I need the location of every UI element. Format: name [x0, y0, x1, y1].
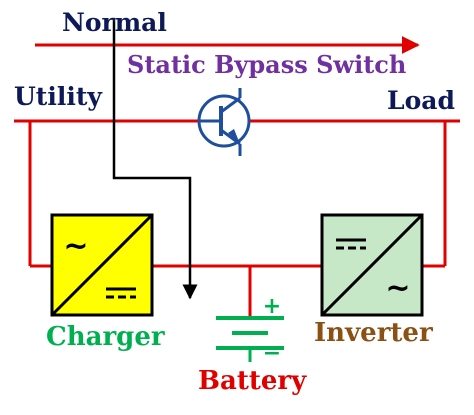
load-label: Load — [387, 86, 455, 115]
charger-label: Charger — [46, 322, 165, 352]
charger-block: ~ — [50, 213, 154, 317]
battery-label: Battery — [198, 366, 307, 396]
inverter-label: Inverter — [314, 318, 433, 348]
inverter-block: ~ — [320, 213, 424, 317]
battery-icon: + − — [216, 294, 284, 366]
transistor-icon — [197, 88, 251, 156]
battery-negative-sign: − — [263, 341, 281, 366]
utility-label: Utility — [14, 82, 102, 111]
charger-ac-symbol: ~ — [63, 229, 88, 264]
inverter-ac-symbol: ~ — [385, 271, 410, 306]
battery-positive-sign: + — [263, 294, 281, 319]
normal-current-flow — [112, 18, 198, 300]
static-bypass-switch-label: Static Bypass Switch — [127, 50, 407, 79]
normal-label: Normal — [62, 8, 167, 37]
